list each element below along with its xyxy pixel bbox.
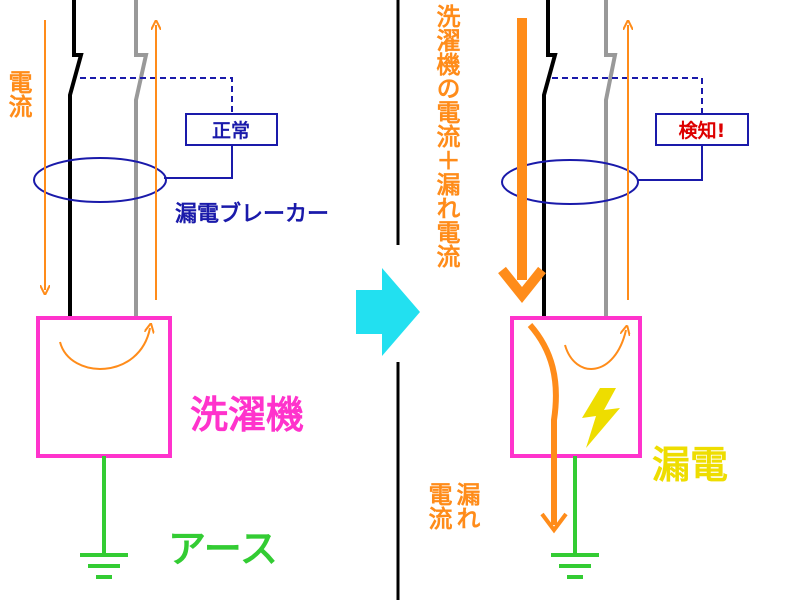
- left-panel: 正常 漏電ブレーカー 電流 洗濯機 アース: [4, 0, 329, 579]
- status-box-normal: [185, 113, 278, 146]
- leak-current-label-line2: 電流: [424, 482, 452, 530]
- combined-current-label: 洗濯機の電流＋漏れ電流: [432, 4, 460, 268]
- status-detected-text: 検知!: [679, 119, 726, 142]
- breaker-dashed-link: [80, 77, 233, 115]
- black-wire: [68, 0, 84, 318]
- internal-current-arc: [59, 328, 150, 370]
- internal-current-arc-right: [564, 330, 626, 370]
- leak-current-label-line1: 漏れ: [452, 482, 480, 530]
- breaker-label: 漏電ブレーカー: [175, 201, 329, 227]
- ground-symbol-icon: [80, 553, 128, 579]
- sensor-connector-right: [638, 145, 703, 181]
- gray-wire: [134, 0, 149, 318]
- washing-machine-box: [36, 316, 172, 458]
- lightning-bolt-icon: [582, 388, 620, 448]
- current-label: 電流: [4, 70, 32, 118]
- machine-label: 洗濯機: [190, 393, 304, 437]
- ground-symbol-icon-right: [551, 553, 599, 579]
- leak-current-arrowhead: [540, 512, 568, 534]
- breaker-dashed-link-right: [552, 77, 703, 115]
- right-arrow-icon: [356, 268, 420, 356]
- sensor-connector: [164, 145, 233, 179]
- leak-current-path: [527, 323, 559, 525]
- current-sensor-ring: [33, 157, 167, 203]
- combined-current-arrowhead: [498, 266, 546, 304]
- leak-label: 漏電: [652, 443, 728, 487]
- black-wire-right: [542, 0, 558, 318]
- washing-machine-box-right: [510, 316, 642, 458]
- earth-label: アース: [168, 527, 278, 571]
- status-normal-text: 正常: [212, 119, 250, 142]
- current-sensor-ring-right: [501, 159, 639, 205]
- gray-wire-right: [604, 0, 618, 318]
- right-panel: 検知! 洗濯機の電流＋漏れ電流 漏電 漏れ 電流: [424, 0, 749, 579]
